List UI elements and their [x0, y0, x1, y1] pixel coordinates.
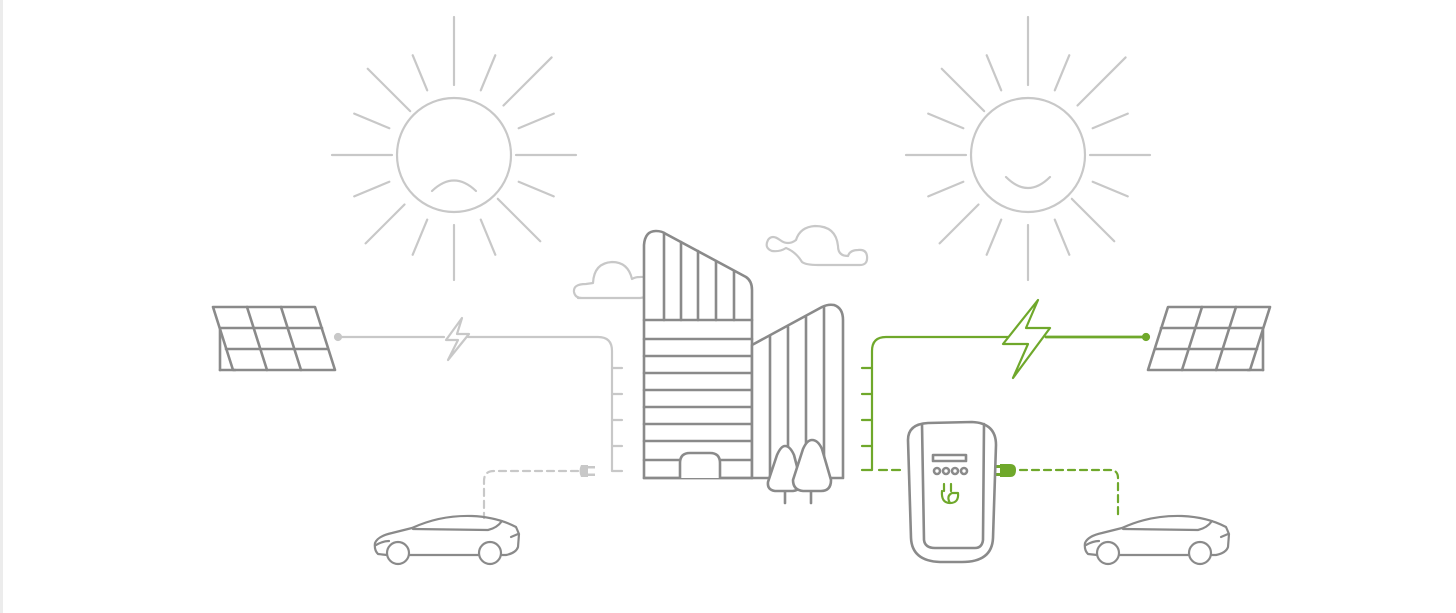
ev-charger-icon: [906, 420, 998, 564]
sad-sun-icon: [278, 0, 639, 331]
plug-icon: [579, 465, 595, 477]
office-building-icon: [642, 229, 845, 480]
lightning-bolt-icon: [444, 316, 471, 362]
door: [678, 451, 722, 478]
lightning-bolt-icon: [1001, 298, 1052, 380]
solar-panel-icon: [211, 305, 337, 372]
cloud-icon: [572, 260, 654, 300]
left-border: [0, 0, 3, 613]
tree-icon: [766, 438, 833, 505]
plug-icon: [996, 464, 1016, 477]
eco-plug-icon: [940, 482, 960, 505]
happy-sun-icon: [852, 0, 1213, 331]
electric-car-icon: [1083, 514, 1231, 566]
electric-car-icon: [373, 514, 521, 566]
active-power-line: [860, 332, 1151, 517]
solar-panel-icon: [1146, 305, 1272, 372]
inactive-power-line: [333, 332, 624, 520]
cloud-icon: [765, 224, 869, 267]
